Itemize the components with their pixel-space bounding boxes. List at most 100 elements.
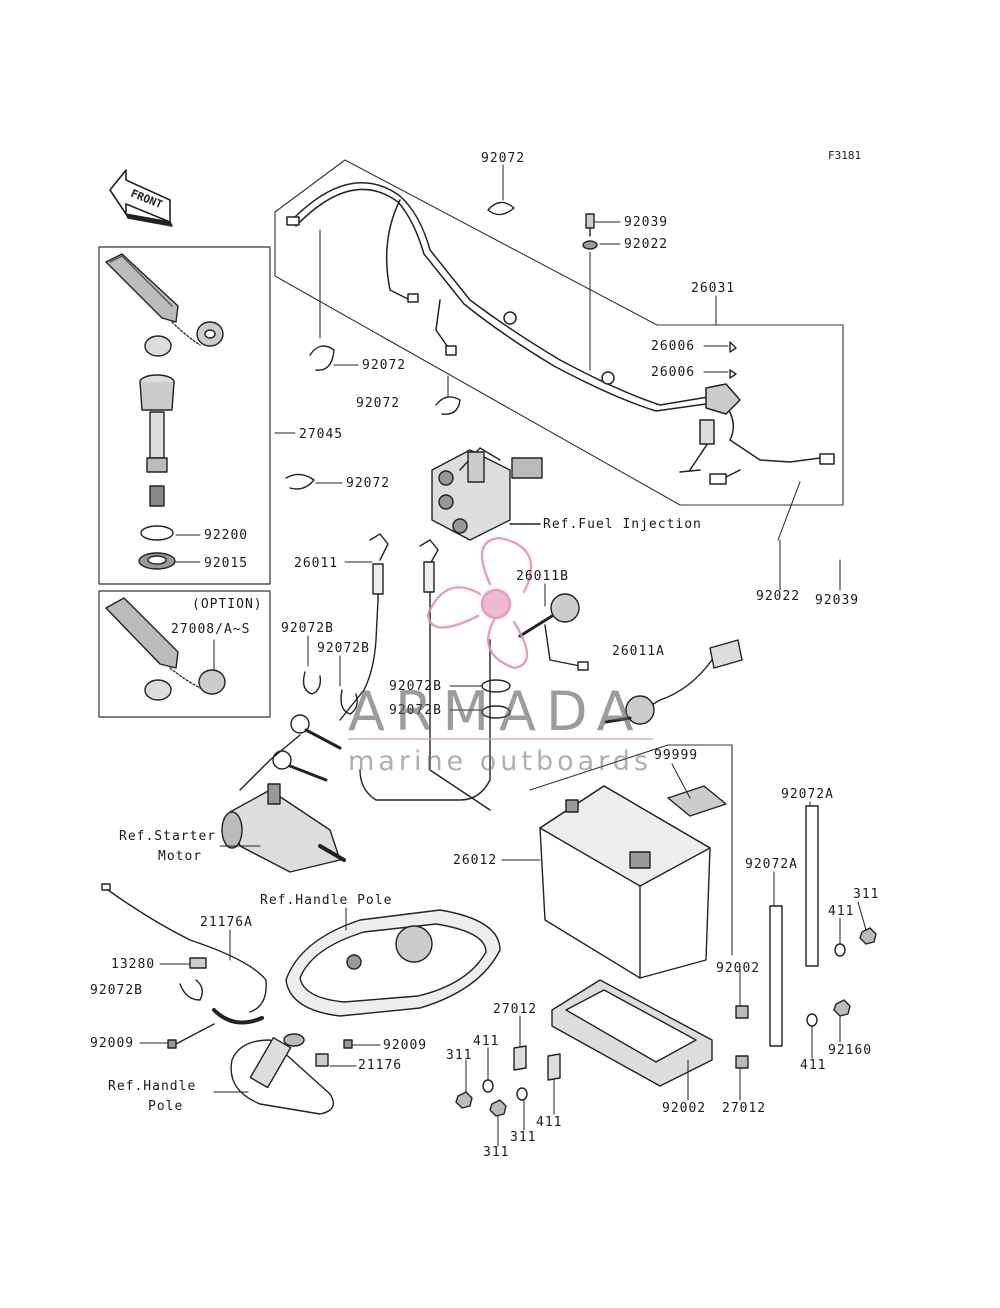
label-92015: 92015 — [204, 556, 249, 571]
key-fob-icon — [105, 253, 224, 357]
label-ref-starter-1: Ref.Starter — [119, 829, 217, 844]
label-26012: 26012 — [453, 853, 498, 868]
label-26031: 26031 — [691, 281, 736, 296]
label-27008: 27008/A~S — [171, 622, 251, 637]
nut-92015-icon — [138, 552, 176, 570]
watermark-brand: ARMADA — [348, 680, 644, 743]
screw-92009-a-icon — [167, 1023, 215, 1049]
starter-motor-icon — [221, 783, 346, 873]
harness-group-frame — [274, 159, 844, 506]
battery-tray-icon — [551, 979, 713, 1087]
washer-92200-icon — [140, 525, 174, 541]
bolt-92039-top-icon — [585, 213, 595, 237]
clip-26006-b-icon — [729, 369, 737, 379]
label-311-d: 311 — [483, 1145, 510, 1160]
battery-cable-26011B-icon — [518, 593, 589, 671]
washer-411-b-icon — [482, 1079, 494, 1093]
label-92072-top: 92072 — [481, 151, 526, 166]
strap-92072A-b-icon — [769, 905, 783, 1047]
handle-pole-lower-icon — [230, 1033, 334, 1115]
main-wiring-harness-icon — [286, 182, 835, 485]
label-92039-top: 92039 — [624, 215, 669, 230]
option-key-fob-icon — [105, 597, 226, 701]
label-ref-handle-pole-2: Pole — [148, 1099, 184, 1114]
leader-lines — [139, 164, 867, 1147]
option-label: (OPTION) — [192, 597, 263, 612]
label-92009-b: 92009 — [383, 1038, 428, 1053]
label-27045: 27045 — [299, 427, 344, 442]
label-92072B-d: 92072B — [389, 703, 442, 718]
label-92022-right: 92022 — [756, 589, 801, 604]
label-92072B-b: 92072B — [317, 641, 370, 656]
label-411-b: 411 — [473, 1034, 500, 1049]
figure-code: F3181 — [828, 149, 862, 162]
label-92002-a: 92002 — [716, 961, 761, 976]
label-92022-top: 92022 — [624, 237, 669, 252]
clamp-92072-b-icon — [309, 345, 335, 371]
label-92039-right: 92039 — [815, 593, 860, 608]
label-ref-handle-pole-1: Ref.Handle — [108, 1079, 197, 1094]
label-311-b: 311 — [446, 1048, 473, 1063]
washer-92022-top-icon — [582, 240, 598, 250]
bolt-92002-b-icon — [735, 1055, 749, 1069]
front-arrow-icon: FRONT — [109, 169, 173, 227]
sensor-21176-icon — [315, 1053, 329, 1067]
battery-icon — [539, 785, 711, 979]
nut-311-c-icon — [833, 999, 851, 1017]
clamp-92072-d-icon — [285, 473, 315, 490]
label-21176A: 21176A — [200, 915, 253, 930]
label-ref-handle-pole-top: Ref.Handle Pole — [260, 893, 393, 908]
clip-26006-a-icon — [729, 341, 737, 353]
battery-cable-26011A-icon — [359, 639, 743, 801]
label-99999: 99999 — [654, 748, 699, 763]
label-27012-b: 411 — [536, 1115, 563, 1130]
battery-frame — [529, 744, 733, 956]
strap-92072A-a-icon — [805, 805, 819, 967]
ignition-switch-icon — [139, 374, 175, 507]
clamp-92072B-b-icon — [340, 689, 358, 715]
label-13280: 13280 — [111, 957, 156, 972]
option-key-frame — [98, 590, 271, 718]
label-ref-fuel-injection: Ref.Fuel Injection — [543, 517, 702, 532]
label-26006-a: 26006 — [651, 339, 696, 354]
label-411-d: 311 — [510, 1130, 537, 1145]
relay-block-icon — [431, 447, 543, 541]
label-311-a: 311 — [853, 887, 880, 902]
label-92002-b: 27012 — [722, 1101, 767, 1116]
label-92160: 92002 — [662, 1101, 707, 1116]
washer-411-d-icon — [516, 1087, 528, 1101]
clamp-92072B-e-icon — [179, 979, 203, 1001]
clamp-92072-top-icon — [487, 201, 515, 216]
washer-411-c-icon — [806, 1013, 818, 1027]
bracket-27012-b-icon — [547, 1053, 561, 1081]
label-26011: 26011 — [294, 556, 339, 571]
watermark-divider — [348, 738, 653, 740]
key-assembly-frame — [98, 246, 271, 585]
starter-cable-icon — [239, 714, 342, 791]
clamp-92072-c-icon — [435, 396, 461, 415]
label-92072A-a: 92072A — [781, 787, 834, 802]
nut-311-a-icon — [859, 927, 877, 945]
label-92072B-c: 92072B — [389, 679, 442, 694]
label-92200: 92200 — [204, 528, 249, 543]
label-411-c: 411 — [800, 1058, 827, 1073]
nut-311-b-icon — [455, 1091, 473, 1109]
bracket-27012-a-icon — [513, 1045, 527, 1071]
label-92072-b: 92072 — [362, 358, 407, 373]
label-92072-d: 92072 — [346, 476, 391, 491]
sensor-cable-21176A-icon — [101, 883, 267, 1025]
clamp-92072B-d-icon — [481, 705, 511, 719]
label-13280-icon — [189, 957, 207, 969]
label-26006-b: 26006 — [651, 365, 696, 380]
label-92009-a: 92009 — [90, 1036, 135, 1051]
label-311-c: 92160 — [828, 1043, 873, 1058]
label-92072-c: 92072 — [356, 396, 401, 411]
label-92072B-a: 92072B — [281, 621, 334, 636]
label-26011A: 26011A — [612, 644, 665, 659]
label-92072B-e: 92072B — [90, 983, 143, 998]
clamp-92072B-a-icon — [302, 671, 322, 695]
label-27012-a: 27012 — [493, 1002, 538, 1017]
label-92072A-b: 92072A — [745, 857, 798, 872]
washer-411-a-icon — [834, 943, 846, 957]
